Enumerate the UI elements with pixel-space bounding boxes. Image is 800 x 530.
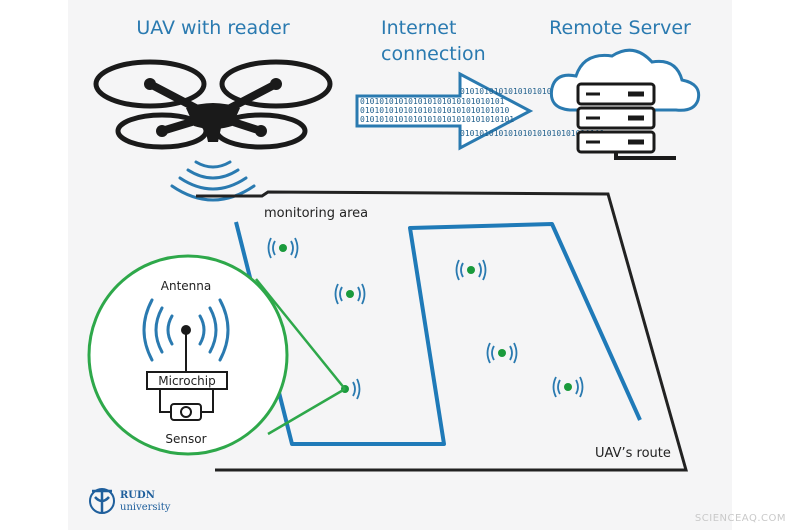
uav-title: UAV with reader	[136, 17, 290, 39]
uav-route-label: UAV’s route	[595, 446, 671, 461]
sensor-callout	[87, 254, 346, 456]
data-bits-row1: 010101010101010101010101010101	[360, 97, 505, 106]
microchip-label: Microchip	[158, 374, 215, 388]
server-rack-icon	[576, 82, 676, 160]
microchip-icon	[146, 371, 228, 390]
uav-route-path	[234, 221, 642, 446]
antenna-signal-icon	[142, 298, 230, 362]
internet-title-line2: connection	[381, 43, 486, 65]
arrow-right-icon: 010101010101010101010101010101 010101010…	[355, 71, 609, 151]
internet-title-line1: Internet	[381, 17, 456, 39]
watermark: SCIENCEAQ.COM	[694, 513, 786, 524]
data-bits-row3: 01010101010101010101010101010101	[360, 115, 514, 124]
logo-name: RUDN	[120, 490, 155, 501]
monitoring-area-label: monitoring area	[264, 206, 368, 221]
antenna-icon	[181, 325, 191, 372]
sensor-node-icon	[486, 342, 518, 364]
drone-icon	[93, 59, 333, 150]
sensor-node-icon	[267, 237, 299, 259]
logo-subtitle: university	[120, 502, 171, 513]
sensor-node-icon	[334, 283, 366, 305]
data-bits-row2: 0101010101010101010101010101010	[360, 106, 509, 115]
antenna-label: Antenna	[161, 279, 211, 293]
data-bits-row4: 0101010101010101010101010101010	[460, 87, 609, 96]
monitoring-area-boundary	[196, 190, 688, 472]
sensor-element-icon	[159, 389, 214, 421]
sensor-node-icon	[552, 376, 584, 398]
data-bits-row5: 010101010101010101010101010101	[460, 129, 605, 138]
server-title: Remote Server	[549, 17, 691, 39]
sensor-label: Sensor	[165, 432, 206, 446]
signal-waves-icon	[170, 160, 256, 202]
sensor-node-icon	[455, 259, 487, 281]
rudn-logo-icon	[89, 488, 115, 514]
